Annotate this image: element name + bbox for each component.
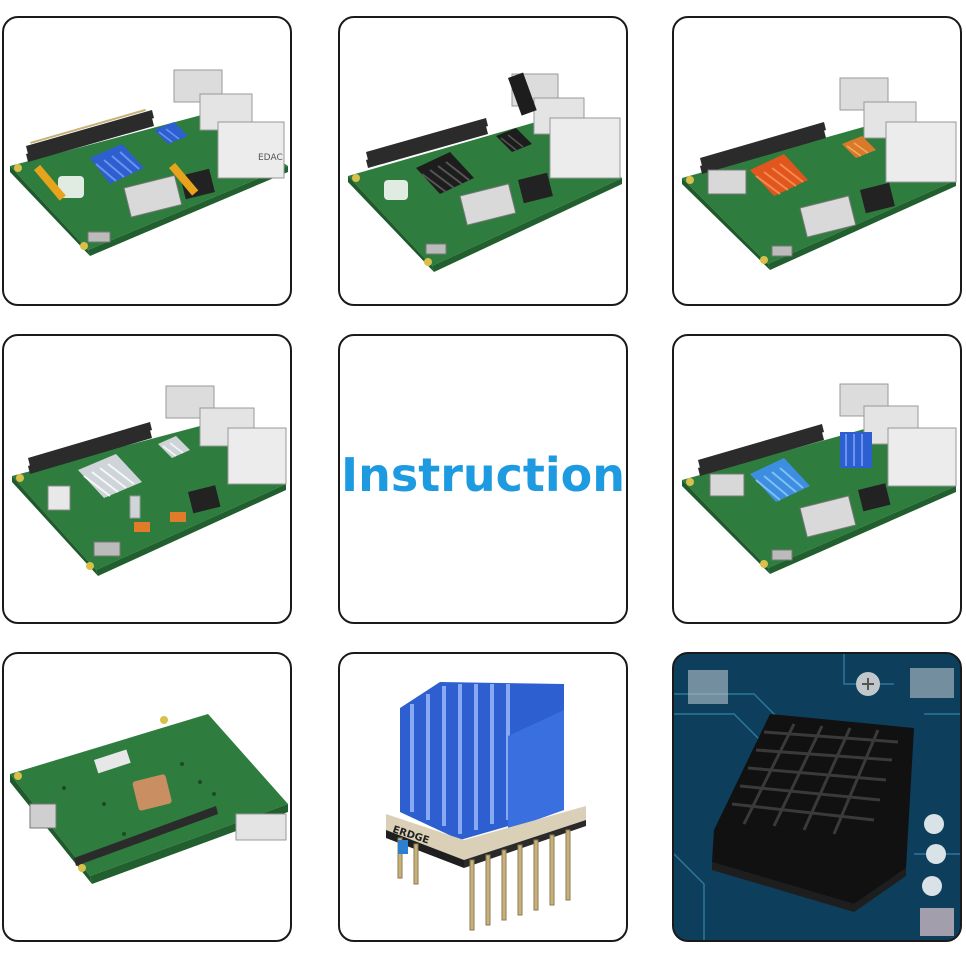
copper-heatsink [132, 774, 172, 811]
black-heatsink-closeup-photo [674, 654, 960, 940]
board-black-heatsinks-tile [338, 16, 628, 306]
blue-heatsink-large-2 [750, 458, 810, 502]
board-orange-heatsinks-photo [682, 77, 957, 270]
board-blue-heatsinks-2-photo [682, 383, 957, 574]
blue-heatsink-large [90, 144, 144, 184]
board-underside-tile [2, 652, 292, 942]
silver-heatsink-small [158, 436, 190, 458]
orange-heatsink-large [750, 154, 808, 196]
stepper-heatsink [400, 682, 564, 840]
black-heatsink [712, 714, 914, 912]
instruction-tile: Instruction [338, 334, 628, 624]
black-heatsink-closeup-tile [672, 652, 962, 942]
board-silver-heatsinks-photo [12, 385, 287, 576]
stepper-driver-tile: ERDGE [338, 652, 628, 942]
stepper-driver-photo: ERDGE [386, 682, 586, 931]
orange-heatsink-small [842, 136, 876, 158]
instruction-heading: Instruction [340, 448, 626, 502]
board-silver-heatsinks-tile [2, 334, 292, 624]
blue-heatsink-small-2 [840, 432, 872, 468]
black-heatsink-large [416, 152, 474, 194]
edac-label: EDAC [258, 153, 283, 163]
board-blue-heatsinks-tile: EDAC [2, 16, 292, 306]
board-blue-heatsinks-2-tile [672, 334, 962, 624]
black-heatsink-small [496, 128, 532, 152]
silver-heatsink-large [78, 454, 142, 498]
board-orange-heatsinks-tile [672, 16, 962, 306]
board-underside-photo [10, 714, 288, 884]
board-black-heatsinks-photo [348, 72, 622, 272]
board-blue-heatsinks-photo: EDAC [10, 69, 288, 256]
blue-heatsink-small [154, 122, 188, 144]
